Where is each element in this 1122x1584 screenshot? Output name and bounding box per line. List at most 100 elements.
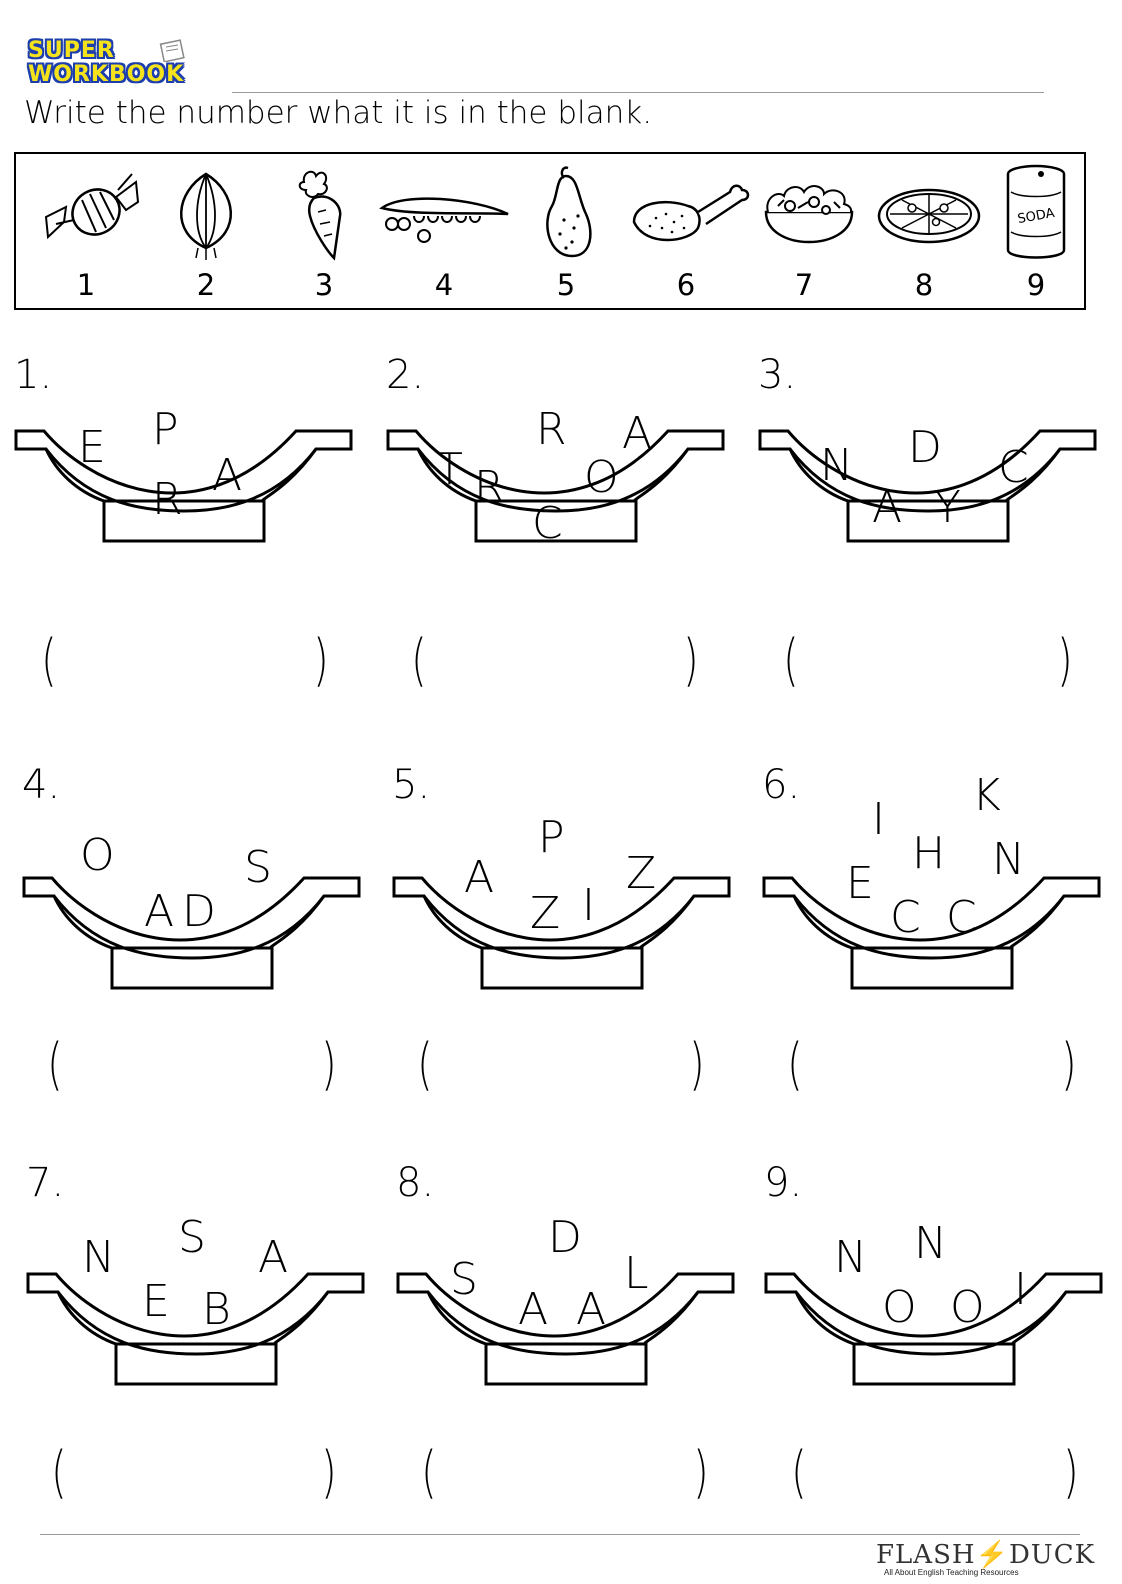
bolt-icon: ⚡ xyxy=(975,1540,1009,1570)
scrambled-letter: S xyxy=(244,842,272,893)
legend-number: 1 xyxy=(76,268,96,302)
scrambled-letter: A xyxy=(258,1232,289,1283)
scrambled-letter: P xyxy=(152,404,179,455)
scrambled-letter: I xyxy=(582,880,595,931)
answer-close-paren: ) xyxy=(321,1440,337,1505)
scrambled-letter: T xyxy=(436,444,463,495)
instruction-text: Write the number what it is in the blank… xyxy=(24,95,653,131)
scrambled-letter: Z xyxy=(530,888,561,939)
scrambled-letter: I xyxy=(872,794,885,845)
carrot-icon xyxy=(298,170,342,261)
legend-item-onion: 2 xyxy=(156,162,256,310)
scrambled-letter: S xyxy=(450,1254,478,1305)
scrambled-letter: N xyxy=(992,834,1025,885)
scrambled-letter: A xyxy=(576,1284,607,1335)
question-8: 8. S D A A L xyxy=(396,1160,756,1550)
onion-icon xyxy=(180,172,232,260)
scrambled-letter: C xyxy=(946,892,977,943)
pizza-icon xyxy=(877,188,981,244)
answer-close-paren: ) xyxy=(1061,1032,1077,1097)
scrambled-letter: O xyxy=(584,452,619,503)
scrambled-letter: L xyxy=(624,1248,649,1299)
legend-number: 2 xyxy=(196,268,216,302)
scrambled-letter: R xyxy=(152,474,183,525)
legend-number: 3 xyxy=(314,268,334,302)
bowl xyxy=(762,876,1101,990)
question-number: 1. xyxy=(14,352,53,398)
brand-text: FLASH⚡DUCK xyxy=(876,1540,1095,1570)
brand-left: FLASH xyxy=(876,1540,976,1570)
scrambled-letter: D xyxy=(548,1212,582,1263)
logo-line2: WORKBOOK xyxy=(28,62,185,87)
scrambled-letter: A xyxy=(872,482,903,533)
scrambled-letter: C xyxy=(998,442,1029,493)
brand-tagline: All About English Teaching Resources xyxy=(884,1568,1019,1577)
scrambled-letter: A xyxy=(622,408,653,459)
scrambled-letter: N xyxy=(914,1218,947,1269)
legend-item-pizza: 8 xyxy=(874,162,981,310)
answer-close-paren: ) xyxy=(693,1440,709,1505)
question-number: 3. xyxy=(758,352,797,398)
scrambled-letter: O xyxy=(882,1282,917,1333)
super-workbook-logo: SUPER WORKBOOK xyxy=(28,38,228,98)
question-number: 2. xyxy=(386,352,425,398)
legend-number: 8 xyxy=(914,268,934,302)
scrambled-letter: A xyxy=(212,450,243,501)
answer-close-paren: ) xyxy=(689,1032,705,1097)
question-7: 7. N S E B A xyxy=(26,1160,386,1550)
soda-can-icon: SODA xyxy=(1006,164,1066,259)
candy-icon xyxy=(44,173,140,240)
scrambled-letter: A xyxy=(464,852,495,903)
logo-line1: SUPER xyxy=(28,38,115,63)
scrambled-letter: C xyxy=(890,892,921,943)
question-1: 1. E P R A xyxy=(14,352,374,742)
scrambled-letter: A xyxy=(518,1284,549,1335)
peas-icon xyxy=(379,197,509,243)
question-number: 6. xyxy=(762,762,801,808)
scrambled-letter: N xyxy=(820,440,853,491)
pear-icon xyxy=(546,166,592,258)
legend-number: 7 xyxy=(794,268,814,302)
question-number: 5. xyxy=(392,762,431,808)
legend-item-soda: SODA 9 xyxy=(986,162,1086,310)
scrambled-letter: C xyxy=(532,498,563,549)
scrambled-letter: Y xyxy=(934,482,961,533)
bowl xyxy=(396,1272,735,1386)
answer-open-paren: ( xyxy=(791,1440,807,1505)
answer-close-paren: ) xyxy=(1057,628,1073,693)
scrambled-letter: P xyxy=(538,812,565,863)
flashduck-logo: FLASH⚡DUCK All About English Teaching Re… xyxy=(876,1540,1094,1580)
question-5: 5. A P Z I Z xyxy=(392,762,752,1152)
scrambled-letter: O xyxy=(80,830,115,881)
picture-legend: 1 2 3 4 5 xyxy=(14,152,1086,310)
question-6: 6. I K H E C C N xyxy=(762,762,1122,1152)
answer-open-paren: ( xyxy=(47,1032,63,1097)
scrambled-letter: D xyxy=(182,886,216,937)
bowl xyxy=(392,876,731,990)
legend-item-peas: 4 xyxy=(379,162,509,310)
scrambled-letter: N xyxy=(82,1232,115,1283)
brand-right: DUCK xyxy=(1008,1540,1096,1570)
scrambled-letter: E xyxy=(142,1276,170,1327)
question-2: 2. T R R C O A xyxy=(386,352,746,742)
question-number: 4. xyxy=(22,762,61,808)
salad-bowl-icon xyxy=(764,185,854,244)
legend-item-carrot: 3 xyxy=(274,162,374,310)
answer-close-paren: ) xyxy=(1063,1440,1079,1505)
legend-item-chicken: 6 xyxy=(632,162,750,310)
title-rule xyxy=(232,92,1044,93)
legend-item-salad: 7 xyxy=(754,162,854,310)
legend-number: 6 xyxy=(676,268,696,302)
question-number: 8. xyxy=(396,1160,435,1206)
notepad-icon xyxy=(159,39,185,62)
scrambled-letter: R xyxy=(474,462,505,513)
scrambled-letter: S xyxy=(178,1212,206,1263)
legend-item-candy: 1 xyxy=(36,162,140,310)
answer-open-paren: ( xyxy=(41,628,57,693)
scrambled-letter: Z xyxy=(626,848,657,899)
scrambled-letter: H xyxy=(912,828,946,879)
scrambled-letter: B xyxy=(202,1284,231,1335)
scrambled-letter: N xyxy=(834,1232,867,1283)
bowl xyxy=(14,429,353,543)
answer-open-paren: ( xyxy=(417,1032,433,1097)
